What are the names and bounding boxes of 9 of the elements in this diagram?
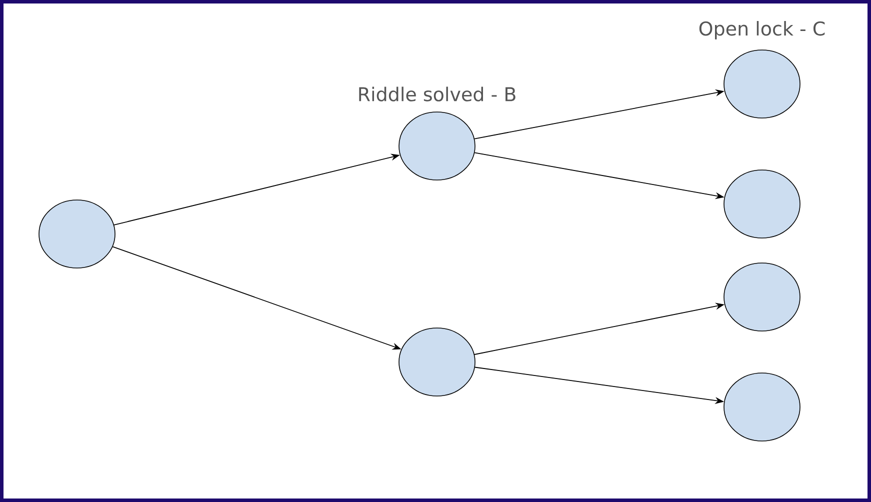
circle-node xyxy=(359,86,516,180)
circle-node xyxy=(699,21,825,118)
node-label: Open lock - C xyxy=(699,21,825,40)
node-label: Riddle solved - B xyxy=(359,86,516,102)
circle-node xyxy=(724,372,800,442)
circle-node xyxy=(724,170,800,238)
circle-node xyxy=(38,200,116,268)
circle-node xyxy=(398,328,476,396)
circle-node xyxy=(724,262,800,332)
